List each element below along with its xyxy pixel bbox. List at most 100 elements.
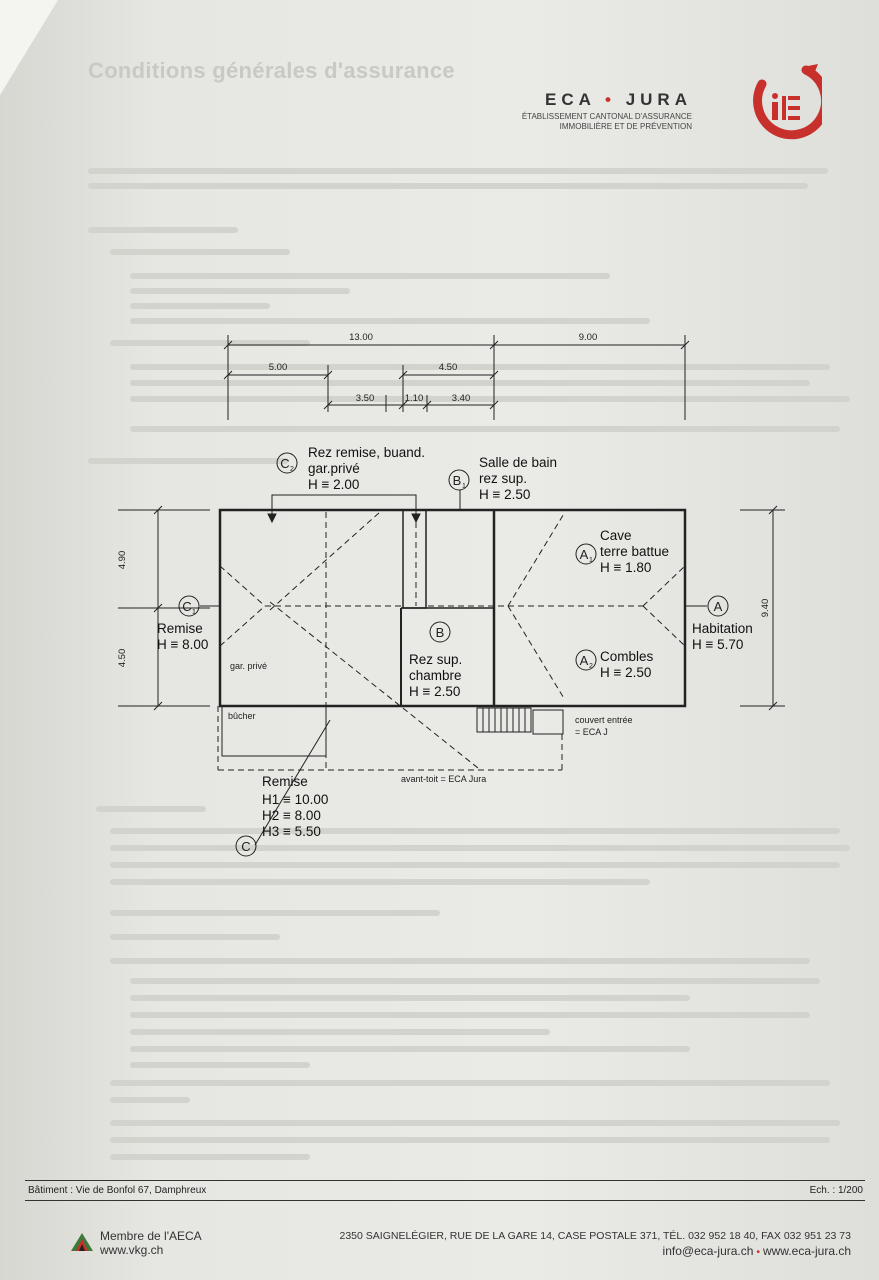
- a-label-line-1: Habitation: [692, 621, 753, 636]
- faded-text-line: [110, 862, 840, 868]
- logo-wordmark: ECA • JURA: [545, 90, 692, 110]
- faded-text-line: [110, 249, 290, 255]
- logo-dot: •: [605, 90, 616, 109]
- b-height: H ≡ 2.50: [409, 684, 460, 699]
- a1-height: H ≡ 1.80: [600, 560, 651, 575]
- c-label-line-1: Remise: [262, 774, 308, 789]
- faded-text-line: [130, 288, 350, 294]
- aeca-website-link[interactable]: www.vkg.ch: [100, 1243, 164, 1257]
- folded-corner: [0, 0, 58, 95]
- aeca-logo-icon: [71, 1233, 93, 1251]
- a1-label-line-2: terre battue: [600, 544, 669, 559]
- faded-text-line: [130, 1029, 550, 1035]
- website-link[interactable]: www.eca-jura.ch: [762, 1244, 851, 1258]
- building-outline: [218, 508, 687, 757]
- faded-text-line: [130, 380, 810, 386]
- a1-label-line-1: Cave: [600, 528, 632, 543]
- faded-text-line: [110, 845, 850, 851]
- c2-label-line-1: Rez remise, buand.: [308, 445, 425, 460]
- marker-a1: A: [580, 547, 589, 562]
- marker-a1-sub: 1: [589, 557, 593, 564]
- c1-height: H ≡ 8.00: [157, 637, 208, 652]
- couvert-note-line-1: couvert entrée: [575, 715, 633, 725]
- c-h2: H2 ≡ 8.00: [262, 808, 321, 823]
- dim-5-00: 5.00: [269, 362, 288, 373]
- a-height: H ≡ 5.70: [692, 637, 743, 652]
- faded-text-line: [110, 340, 310, 346]
- entrance-stairs: [476, 707, 532, 733]
- c-h1: H1 ≡ 10.00: [262, 792, 328, 807]
- faded-text-line: [88, 227, 238, 233]
- faded-text-line: [110, 1120, 840, 1126]
- c1-label-line-1: Remise: [157, 621, 203, 636]
- marker-a2-sub: 2: [589, 663, 593, 670]
- dim-1-10: 1.10: [405, 393, 424, 404]
- dim-4-50-left: 4.50: [117, 649, 128, 668]
- marker-b1: B: [453, 473, 462, 488]
- marker-b1-sub: 1: [462, 483, 466, 490]
- building-address: Bâtiment : Vie de Bonfol 67, Damphreux: [28, 1185, 207, 1196]
- faded-text-line: [110, 934, 280, 940]
- faded-text-line: [130, 303, 270, 309]
- faded-text-line: [110, 1097, 190, 1103]
- postal-address: 2350 SAIGNELÉGIER, RUE DE LA GARE 14, CA…: [339, 1230, 852, 1242]
- marker-a: A: [714, 599, 723, 614]
- b-label-line-2: chambre: [409, 668, 462, 683]
- faded-text-line: [88, 168, 828, 174]
- dim-3-40: 3.40: [452, 393, 471, 404]
- faded-text-line: [130, 273, 610, 279]
- leader-lines: [200, 490, 707, 846]
- marker-c2: C: [280, 456, 289, 471]
- faded-text-line: [130, 364, 830, 370]
- footer-rule-top: [25, 1180, 865, 1181]
- faded-text-line: [110, 1137, 830, 1143]
- marker-c1-sub: 1: [192, 609, 196, 616]
- footer-rule-bottom: [25, 1200, 865, 1201]
- faded-text-line: [130, 426, 840, 432]
- faded-text-line: [96, 806, 206, 812]
- c2-label-line-2: gar.privé: [308, 461, 360, 476]
- dim-4-90: 4.90: [117, 551, 128, 570]
- eca-jura-logo: ECA • JURA ÉTABLISSEMENT CANTONAL D'ASSU…: [522, 62, 830, 142]
- scale-note: Ech. : 1/200: [809, 1185, 863, 1196]
- eca-emblem-icon: [753, 64, 822, 140]
- faded-text-line: [110, 910, 440, 916]
- faded-text-line: [110, 1154, 310, 1160]
- dim-3-50: 3.50: [356, 393, 375, 404]
- contact-block: 2350 SAIGNELÉGIER, RUE DE LA GARE 14, CA…: [340, 1229, 852, 1260]
- faded-text-line: [110, 958, 810, 964]
- marker-c1: C: [182, 599, 191, 614]
- email-link[interactable]: info@eca-jura.ch: [662, 1244, 754, 1258]
- faded-text-line: [88, 183, 808, 189]
- zone-markers: [178, 452, 729, 857]
- aeca-membership: Membre de l'AECA www.vkg.ch: [100, 1229, 202, 1257]
- faded-heading: Conditions générales d'assurance: [88, 58, 455, 83]
- faded-text-line: [88, 458, 288, 464]
- aeca-line-1: Membre de l'AECA: [100, 1229, 202, 1243]
- faded-text-line: [110, 828, 840, 834]
- faded-text-line: [110, 879, 650, 885]
- faded-text-line: [110, 1080, 830, 1086]
- b1-label-line-1: Salle de bain: [479, 455, 557, 470]
- bucher-note: bûcher: [228, 711, 256, 721]
- c-h3: H3 ≡ 5.50: [262, 824, 321, 839]
- marker-b: B: [436, 625, 445, 640]
- avant-toit-note: avant-toit = ECA Jura: [401, 774, 486, 784]
- couvert-note-line-2: = ECA J: [575, 727, 608, 737]
- logo-word-jura: JURA: [625, 90, 692, 109]
- c2-height: H ≡ 2.00: [308, 477, 359, 492]
- dim-13-00: 13.00: [349, 332, 373, 343]
- logo-subtitle-line-2: IMMOBILIÈRE ET DE PRÉVENTION: [559, 122, 692, 131]
- a2-height: H ≡ 2.50: [600, 665, 651, 680]
- top-dimension-lines: [223, 335, 690, 420]
- faded-text-line: [130, 396, 850, 402]
- logo-word-eca: ECA: [545, 90, 596, 109]
- faded-text-line: [130, 1062, 310, 1068]
- side-dimension-lines: [118, 505, 785, 711]
- marker-c2-sub: 2: [290, 466, 294, 473]
- marker-c: C: [241, 839, 250, 854]
- faded-text-line: [130, 1046, 690, 1052]
